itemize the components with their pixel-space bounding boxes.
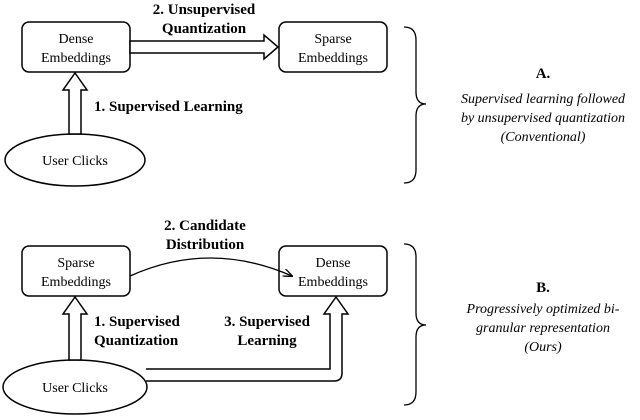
panel-a-brace — [403, 26, 427, 184]
panel-a-sparse-label-line2: Embeddings — [298, 51, 368, 66]
panel-b-sparse-label-line2: Embeddings — [41, 275, 111, 290]
panel-b-step1-line2: Quantization — [94, 333, 179, 349]
panel-a-user-clicks-label: User Clicks — [42, 154, 108, 169]
panel-a-step2-line2: Quantization — [162, 21, 247, 37]
panel-b-desc-line1: Progressively optimized bi- — [466, 302, 620, 317]
panel-b-brace — [403, 243, 427, 406]
panel-b-candidate-arrow — [129, 257, 292, 276]
panel-b-step3-line2: Learning — [237, 333, 297, 349]
panel-b-user-clicks-label: User Clicks — [42, 381, 108, 396]
panel-a-sparse-label-line1: Sparse — [314, 32, 351, 47]
panel-a-desc-line1: Supervised learning followed — [461, 92, 626, 107]
panel-a-step2-line1: 2. Unsupervised — [153, 2, 256, 18]
panel-b-dense-label-line1: Dense — [316, 256, 351, 271]
panel-b-step2-line1: 2. Candidate — [164, 218, 246, 234]
panel-b-step1-line1: 1. Supervised — [94, 314, 181, 330]
panel-b-desc-line3: (Ours) — [524, 340, 562, 355]
panel-a: Dense Embeddings Sparse Embeddings 2. Un… — [4, 2, 626, 187]
panel-a-learning-arrow — [61, 71, 89, 135]
panel-a-dense-label-line2: Embeddings — [41, 51, 111, 66]
panel-a-dense-label-line1: Dense — [59, 32, 94, 47]
panel-a-desc-line2: by unsupervised quantization — [461, 111, 625, 126]
panel-b-quantization-arrow — [61, 295, 89, 361]
panel-b-dense-label-line2: Embeddings — [298, 275, 368, 290]
panel-b-step3-line1: 3. Supervised — [224, 314, 311, 330]
panel-b-step2-line2: Distribution — [166, 237, 245, 253]
panel-b-sparse-label-line1: Sparse — [57, 256, 94, 271]
panel-b-learning-arrow — [146, 295, 350, 382]
panel-b: Sparse Embeddings Dense Embeddings 2. Ca… — [2, 218, 620, 415]
panel-b-desc-line2: granular representation — [476, 321, 610, 336]
panel-a-step1-label: 1. Supervised Learning — [94, 99, 243, 115]
panel-b-sparse-box — [21, 245, 131, 297]
panel-b-label: B. — [536, 280, 550, 296]
panel-a-label: A. — [536, 66, 551, 82]
panel-a-desc-line3: (Conventional) — [501, 130, 586, 145]
panel-a-quantization-arrow — [129, 33, 280, 61]
